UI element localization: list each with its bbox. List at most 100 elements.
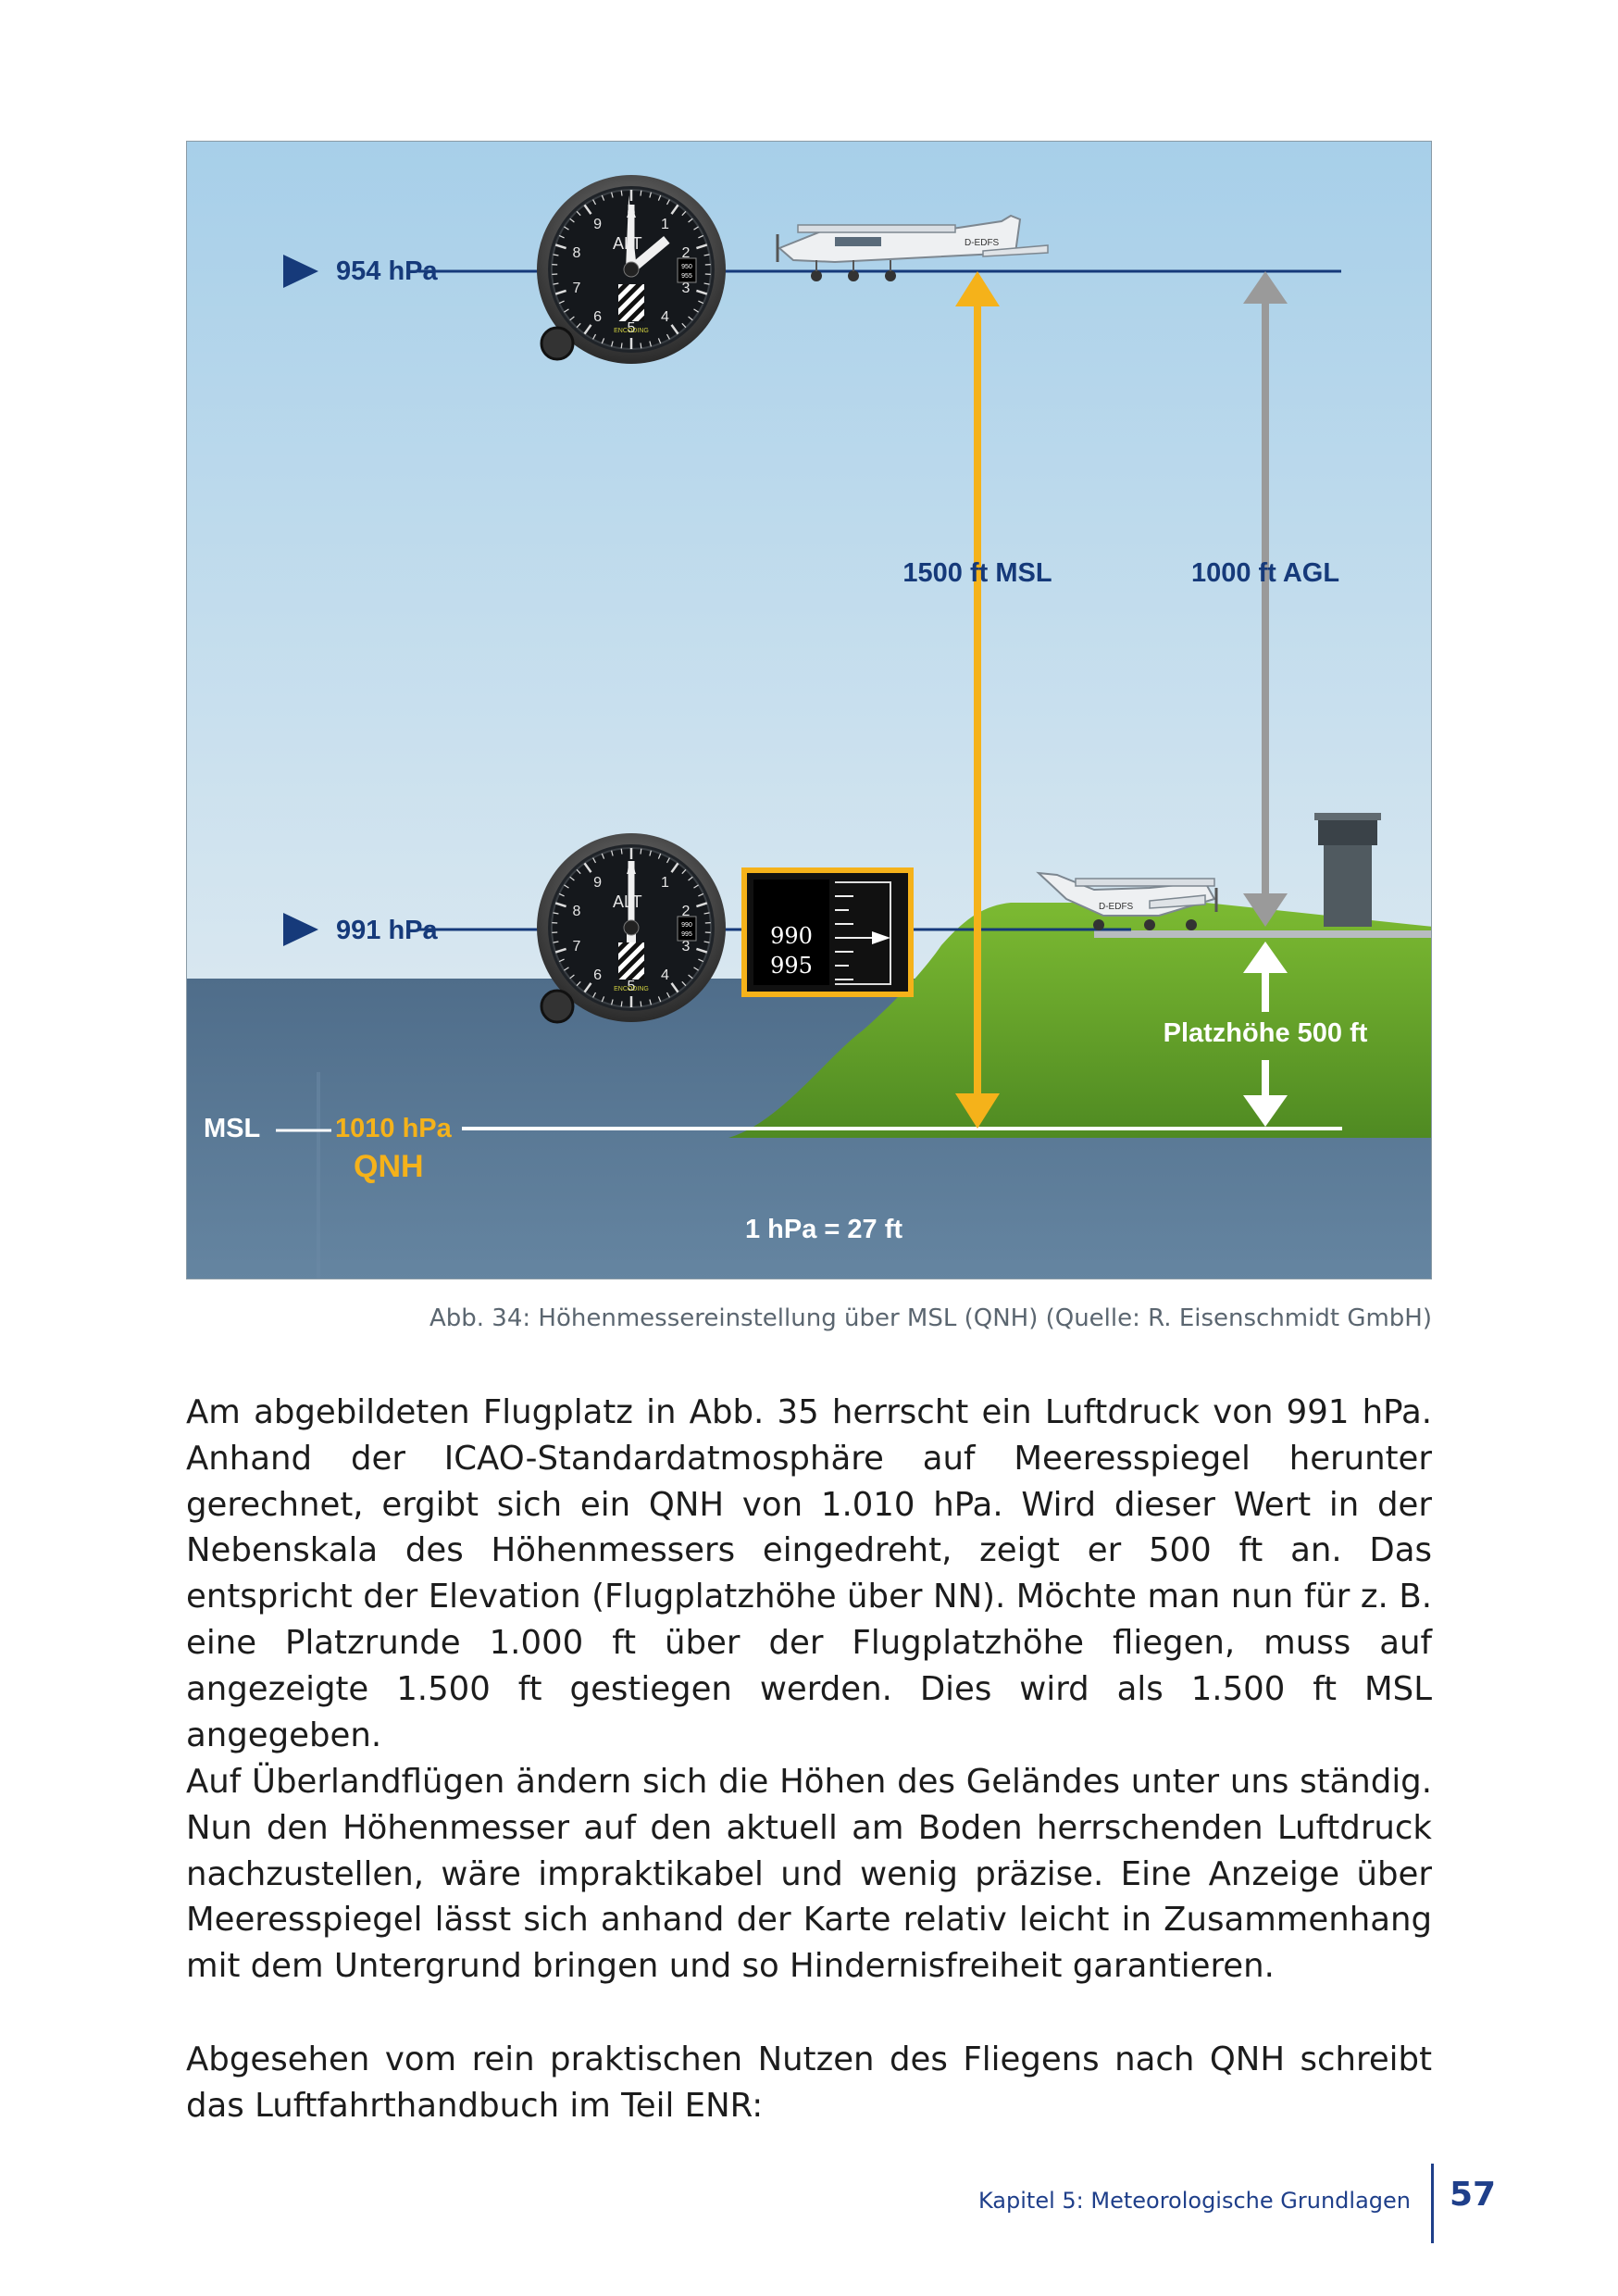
dial-tick xyxy=(592,857,597,864)
dial-tick xyxy=(649,850,652,856)
dial-tick xyxy=(688,316,693,321)
svg-text:ALT: ALT xyxy=(613,892,642,911)
dial-tick xyxy=(696,243,708,250)
qnh-label: QNH xyxy=(354,1149,424,1184)
dial-tick xyxy=(554,947,566,954)
svg-text:D-EDFS: D-EDFS xyxy=(1099,902,1134,912)
msl-pressure-label: 1010 hPa xyxy=(335,1114,453,1143)
agl-height-arrow xyxy=(1243,271,1288,927)
dial-tick xyxy=(576,210,581,217)
svg-text:950: 950 xyxy=(681,264,692,270)
mid-pressure-label: 991 hPa xyxy=(336,916,438,945)
dial-tick xyxy=(696,947,708,954)
marker-991-icon xyxy=(283,913,318,946)
dial-tick xyxy=(696,902,708,908)
dial-tick xyxy=(620,1001,623,1007)
dial-tick xyxy=(553,254,559,256)
dial-digit: 2 xyxy=(682,904,691,919)
dial-tick xyxy=(698,234,704,239)
dial-tick xyxy=(703,912,710,915)
svg-text:990: 990 xyxy=(681,922,692,929)
top-pressure-label: 954 hPa xyxy=(336,256,438,286)
dial-tick xyxy=(564,308,569,313)
dial-tick xyxy=(553,912,559,915)
dial-tick xyxy=(558,300,565,305)
control-tower-icon xyxy=(1314,813,1381,927)
dial-tick xyxy=(592,199,597,206)
dial-digit: 9 xyxy=(593,875,602,891)
dial-tick xyxy=(558,892,565,897)
svg-text:995: 995 xyxy=(770,953,813,979)
dial-tick xyxy=(703,282,710,285)
dial-tick xyxy=(698,892,704,897)
paragraph-3: Abgesehen vom rein praktischen Nutzen de… xyxy=(186,2040,1432,2125)
dial-tick xyxy=(688,876,693,881)
dial-tick xyxy=(657,853,662,859)
dial-digit: 3 xyxy=(682,281,691,296)
svg-text:D-EDFS: D-EDFS xyxy=(965,238,1000,248)
dial-tick xyxy=(693,884,699,889)
dial-digit: 2 xyxy=(682,245,691,261)
dial-digit: 4 xyxy=(661,967,669,983)
dial-tick xyxy=(681,210,687,217)
dial-tick xyxy=(554,289,566,295)
dial-tick xyxy=(649,192,652,198)
field-elevation-label: Platzhöhe 500 ft xyxy=(1164,1018,1368,1048)
dial-tick xyxy=(657,996,662,1003)
marker-954-icon xyxy=(283,255,318,288)
altimeter-qnh-figure: 954 hPa 991 hPa MSL 1010 hPa QNH 1500 ft… xyxy=(186,141,1432,1279)
dial-digit: 8 xyxy=(573,245,581,261)
dial-digit: 7 xyxy=(573,281,581,296)
dial-tick xyxy=(698,300,704,305)
dial-tick xyxy=(620,848,623,855)
altimeter-top-icon: 0123456789 ALT ENCODING 950 955 xyxy=(537,175,726,364)
dial-digit: 8 xyxy=(573,904,581,919)
airplane-ground-icon: D-EDFS xyxy=(1036,871,1218,930)
dial-digit: 5 xyxy=(628,979,636,994)
footer-divider xyxy=(1431,2164,1434,2243)
svg-text:ENCODING: ENCODING xyxy=(614,986,649,992)
dial-tick xyxy=(611,999,614,1005)
dial-tick xyxy=(601,194,605,201)
dial-tick xyxy=(611,192,614,198)
dial-digit: 1 xyxy=(661,217,669,232)
dial-tick xyxy=(666,857,670,864)
page-number: 57 xyxy=(1450,2176,1497,2214)
field-elevation-arrow xyxy=(1243,942,1288,1127)
dial-tick xyxy=(688,218,693,223)
svg-text:990: 990 xyxy=(770,923,813,949)
dial-tick xyxy=(564,226,569,231)
dial-tick xyxy=(592,992,597,998)
conversion-label: 1 hPa = 27 ft xyxy=(745,1215,902,1244)
dial-digit: 9 xyxy=(593,217,602,232)
dial-tick xyxy=(569,974,575,980)
dial-tick xyxy=(693,967,699,971)
dial-tick xyxy=(657,338,662,344)
dial-tick xyxy=(583,862,592,873)
dial-tick xyxy=(670,204,679,215)
dial-tick xyxy=(620,343,623,349)
dial-tick xyxy=(583,982,592,993)
paragraph-1: Am abgebildeten Flugplatz in Abb. 35 her… xyxy=(186,1393,1432,1754)
svg-text:995: 995 xyxy=(681,931,692,938)
dial-tick xyxy=(569,316,575,321)
runway xyxy=(1094,930,1431,938)
dial-tick xyxy=(569,218,575,223)
dial-tick xyxy=(554,902,566,908)
dial-tick xyxy=(666,199,670,206)
dial-tick xyxy=(670,862,679,873)
dial-digit: 4 xyxy=(661,309,669,325)
airplane-top-icon: D-EDFS xyxy=(776,214,1049,281)
altimeter-mid-icon: 0123456789 ALT ENCODING 990 995 xyxy=(537,833,726,1022)
dial-tick xyxy=(576,980,581,987)
dial-tick xyxy=(601,338,605,344)
arrow-msl-label: 1500 ft MSL xyxy=(902,558,1052,588)
dial-digit: 3 xyxy=(682,939,691,955)
svg-text:955: 955 xyxy=(681,273,692,280)
dial-tick xyxy=(576,322,581,329)
dial-tick xyxy=(601,853,605,859)
dial-tick xyxy=(670,982,679,993)
dial-tick xyxy=(611,341,614,347)
dial-digit: 6 xyxy=(593,309,602,325)
dial-tick xyxy=(688,974,693,980)
